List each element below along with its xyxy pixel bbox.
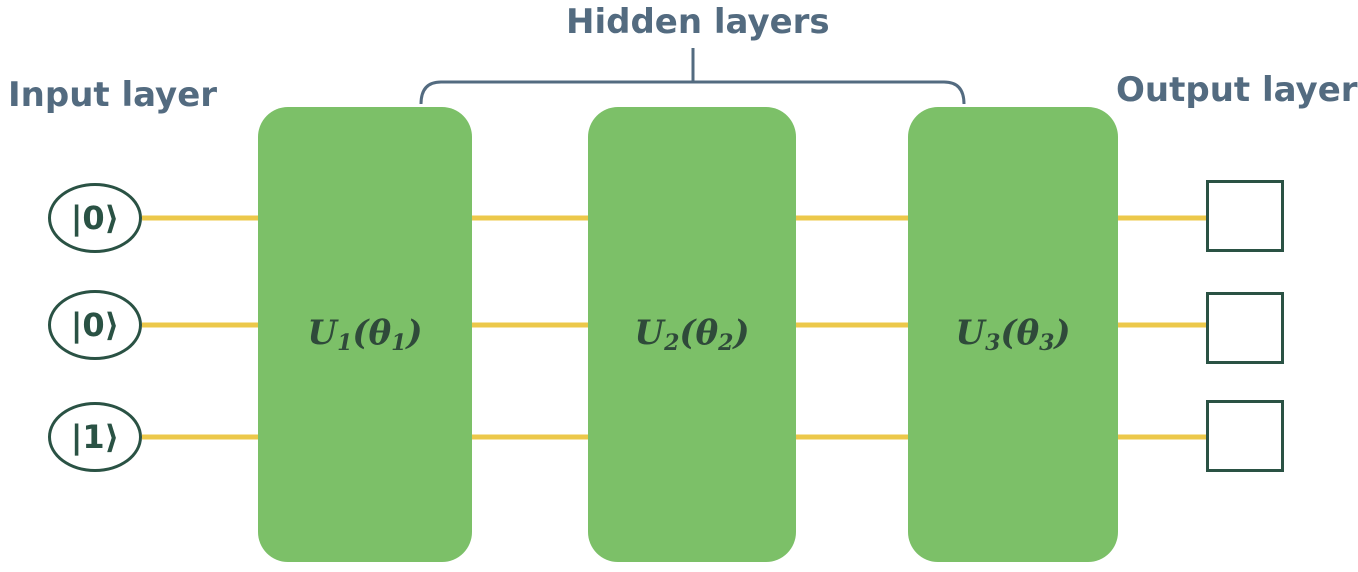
open-paren: ( xyxy=(352,313,369,353)
hidden-layers-label: Hidden layers xyxy=(566,2,830,42)
ket-close: ⟩ xyxy=(104,199,120,237)
input-layer-label: Input layer xyxy=(8,75,218,115)
input-qubit-3: |1⟩ xyxy=(48,402,142,472)
gate-label: U3(θ3) xyxy=(955,313,1070,356)
gate-param-index: 3 xyxy=(1039,330,1055,356)
unitary-gate-2: U2(θ2) xyxy=(588,107,796,562)
output-layer-label: Output layer xyxy=(1116,70,1358,110)
gate-index: 3 xyxy=(985,330,1001,356)
close-paren: ) xyxy=(733,313,750,353)
gate-index: 1 xyxy=(337,330,353,356)
gate-symbol: U xyxy=(307,313,338,353)
ket-open: | xyxy=(70,306,83,344)
ket-close: ⟩ xyxy=(104,418,120,456)
hidden-layers-bracket xyxy=(419,48,966,105)
gate-label: U2(θ2) xyxy=(634,313,749,356)
gate-index: 2 xyxy=(664,330,680,356)
gate-param: θ xyxy=(695,313,719,353)
ket-value: 0 xyxy=(82,306,105,344)
gate-param-index: 1 xyxy=(391,330,407,356)
gate-symbol: U xyxy=(955,313,986,353)
gate-param: θ xyxy=(368,313,392,353)
unitary-gate-1: U1(θ1) xyxy=(258,107,472,562)
gate-symbol: U xyxy=(634,313,665,353)
output-measurement-box-3 xyxy=(1206,400,1284,472)
output-measurement-box-1 xyxy=(1206,180,1284,252)
close-paren: ) xyxy=(1054,313,1071,353)
output-measurement-box-2 xyxy=(1206,292,1284,364)
input-qubit-2: |0⟩ xyxy=(48,290,142,360)
unitary-gate-3: U3(θ3) xyxy=(908,107,1118,562)
gate-label: U1(θ1) xyxy=(307,313,422,356)
ket-open: | xyxy=(70,418,83,456)
ket-value: 1 xyxy=(82,418,105,456)
close-paren: ) xyxy=(406,313,423,353)
gate-param-index: 2 xyxy=(718,330,734,356)
input-qubit-1: |0⟩ xyxy=(48,183,142,253)
gate-param: θ xyxy=(1016,313,1040,353)
ket-close: ⟩ xyxy=(104,306,120,344)
ket-value: 0 xyxy=(82,199,105,237)
ket-open: | xyxy=(70,199,83,237)
open-paren: ( xyxy=(679,313,696,353)
open-paren: ( xyxy=(1000,313,1017,353)
